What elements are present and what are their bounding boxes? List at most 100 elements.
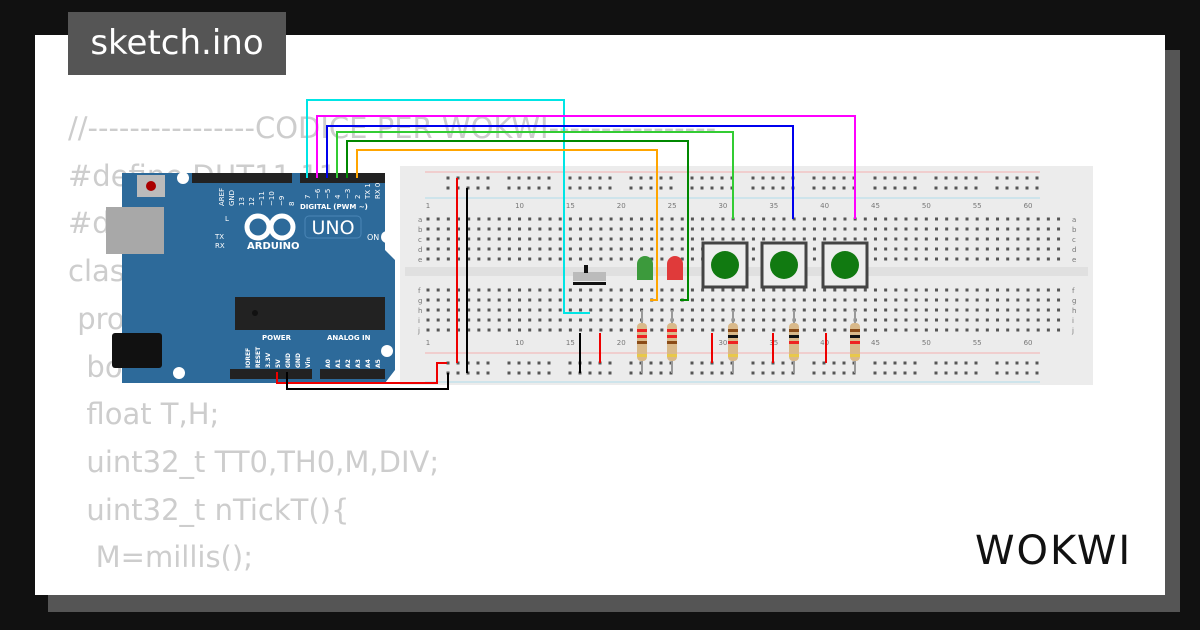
- rail-hole: [476, 361, 480, 365]
- rail-hole: [568, 371, 572, 375]
- breadboard-hole: [507, 237, 511, 241]
- breadboard-hole: [904, 257, 908, 261]
- breadboard-hole: [1057, 237, 1061, 241]
- rail-hole: [832, 186, 836, 190]
- breadboard-hole: [965, 328, 969, 332]
- column-label: 60: [1024, 202, 1033, 210]
- breadboard-hole: [477, 227, 481, 231]
- brand-label: ARDUINO: [247, 241, 299, 252]
- breadboard-hole: [690, 308, 694, 312]
- pushbutton[interactable]: [821, 241, 869, 289]
- wire-magenta: [316, 115, 856, 219]
- breadboard-hole: [1016, 288, 1020, 292]
- breadboard-hole: [650, 288, 654, 292]
- rail-hole: [588, 186, 592, 190]
- breadboard-hole: [985, 257, 989, 261]
- breadboard-hole: [1036, 257, 1040, 261]
- breadboard-hole: [609, 257, 613, 261]
- power-pin-label: RESET: [255, 346, 262, 368]
- breadboard-hole: [558, 328, 562, 332]
- breadboard-hole: [955, 308, 959, 312]
- breadboard-hole: [1006, 298, 1010, 302]
- rail-hole: [578, 186, 582, 190]
- column-label: 35: [769, 202, 778, 210]
- breadboard-hole: [894, 328, 898, 332]
- breadboard-hole: [701, 328, 705, 332]
- rail-hole: [517, 176, 521, 180]
- breadboard-hole: [914, 257, 918, 261]
- breadboard-hole: [457, 247, 461, 251]
- breadboard-hole: [457, 237, 461, 241]
- breadboard-hole: [721, 217, 725, 221]
- pushbutton[interactable]: [701, 241, 749, 289]
- breadboard-hole: [762, 227, 766, 231]
- breadboard-hole: [446, 227, 450, 231]
- breadboard-hole: [467, 257, 471, 261]
- breadboard-hole: [955, 227, 959, 231]
- breadboard-hole: [589, 237, 593, 241]
- breadboard-hole: [589, 318, 593, 322]
- breadboard-hole: [609, 288, 613, 292]
- breadboard-hole: [518, 247, 522, 251]
- rail-hole: [781, 371, 785, 375]
- breadboard-hole: [823, 318, 827, 322]
- rail-hole: [608, 186, 612, 190]
- breadboard-hole: [599, 247, 603, 251]
- breadboard-hole: [457, 288, 461, 292]
- pushbutton[interactable]: [760, 241, 808, 289]
- breadboard-hole: [751, 328, 755, 332]
- breadboard-hole: [731, 237, 735, 241]
- breadboard-hole: [996, 237, 1000, 241]
- breadboard-hole: [609, 328, 613, 332]
- breadboard-hole: [680, 227, 684, 231]
- rail-hole: [903, 371, 907, 375]
- breadboard-hole: [792, 298, 796, 302]
- resistor: [728, 310, 738, 373]
- power-pin-label: 5V: [275, 359, 282, 368]
- rail-hole: [608, 371, 612, 375]
- breadboard-hole: [548, 227, 552, 231]
- column-label: 50: [922, 202, 931, 210]
- rail-hole: [720, 186, 724, 190]
- row-label: j: [417, 327, 420, 335]
- breadboard-hole: [701, 308, 705, 312]
- row-label: c: [418, 236, 422, 244]
- rail-hole: [507, 361, 511, 365]
- breadboard-hole: [996, 217, 1000, 221]
- breadboard-hole: [426, 217, 430, 221]
- breadboard-hole: [599, 318, 603, 322]
- breadboard-hole: [945, 247, 949, 251]
- rail-hole: [822, 176, 826, 180]
- breadboard-hole: [924, 247, 928, 251]
- breadboard-hole: [589, 308, 593, 312]
- breadboard-hole: [802, 318, 806, 322]
- breadboard-hole: [599, 237, 603, 241]
- breadboard-hole: [812, 217, 816, 221]
- breadboard-hole: [812, 247, 816, 251]
- breadboard-hole: [619, 247, 623, 251]
- breadboard-hole: [650, 328, 654, 332]
- breadboard-hole: [762, 288, 766, 292]
- breadboard-hole: [497, 217, 501, 221]
- breadboard-hole: [843, 217, 847, 221]
- column-label: 25: [668, 202, 677, 210]
- slide-switch[interactable]: [573, 265, 606, 285]
- breadboard-hole: [1006, 318, 1010, 322]
- rail-hole: [608, 361, 612, 365]
- breadboard-hole: [629, 288, 633, 292]
- breadboard-hole: [924, 318, 928, 322]
- breadboard-hole: [446, 217, 450, 221]
- breadboard-hole: [935, 247, 938, 251]
- rail-hole: [659, 361, 663, 365]
- breadboard-hole: [548, 237, 552, 241]
- breadboard-hole: [833, 227, 837, 231]
- column-label: 10: [515, 202, 524, 210]
- rail-hole: [903, 361, 907, 365]
- breadboard-hole: [924, 257, 928, 261]
- breadboard-hole: [477, 257, 481, 261]
- breadboard-hole: [599, 288, 603, 292]
- analog-pin-label: A4: [365, 359, 372, 368]
- row-label: f: [1072, 287, 1075, 295]
- rail-hole: [446, 176, 450, 180]
- breadboard-hole: [1026, 257, 1030, 261]
